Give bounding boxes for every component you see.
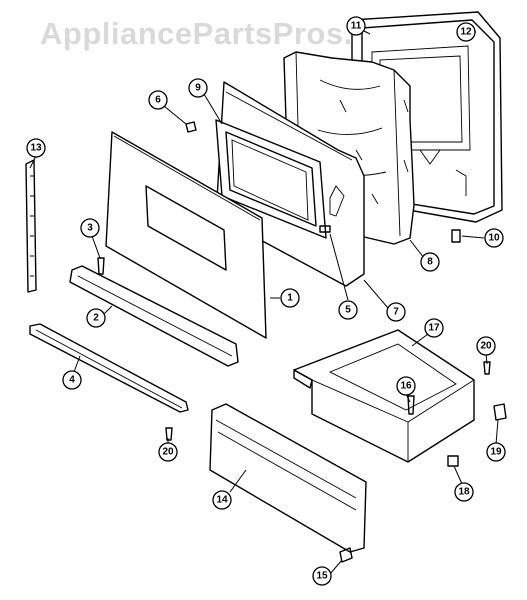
callout-18-label: 18 xyxy=(458,487,470,498)
callout-19: 19 xyxy=(486,442,506,462)
callout-1: 1 xyxy=(280,288,300,308)
callout-5: 5 xyxy=(338,300,358,320)
callout-11: 11 xyxy=(346,16,366,36)
callout-3: 3 xyxy=(80,218,100,238)
outer-door-panel xyxy=(105,131,267,339)
small-hardware xyxy=(97,121,507,563)
leader-lines xyxy=(29,29,499,575)
callout-7: 7 xyxy=(386,302,406,322)
drawer-front-panel xyxy=(209,403,367,553)
callout-9: 9 xyxy=(188,78,208,98)
callout-6: 6 xyxy=(148,90,168,110)
callout-8-label: 8 xyxy=(427,257,433,268)
callout-16: 16 xyxy=(396,376,416,396)
callout-14-label: 14 xyxy=(216,495,228,506)
callout-12: 12 xyxy=(456,22,476,42)
callout-20-upper: 20 xyxy=(476,336,496,356)
callout-2-label: 2 xyxy=(93,313,99,324)
storage-drawer xyxy=(293,329,475,463)
callout-4: 4 xyxy=(62,370,82,390)
callout-2: 2 xyxy=(86,308,106,328)
callout-5-label: 5 xyxy=(345,305,351,316)
callout-14: 14 xyxy=(212,490,232,510)
callout-20-lower: 20 xyxy=(158,442,178,462)
callout-13: 13 xyxy=(26,138,46,158)
callout-13-label: 13 xyxy=(30,143,42,154)
callout-19-label: 19 xyxy=(490,447,502,458)
drawer-rail xyxy=(29,323,189,413)
callout-15: 15 xyxy=(312,566,332,586)
callout-9-label: 9 xyxy=(195,83,201,94)
callout-17: 17 xyxy=(424,318,444,338)
callout-7-label: 7 xyxy=(393,307,399,318)
callout-17-label: 17 xyxy=(428,323,440,334)
callout-12-label: 12 xyxy=(460,27,472,38)
door-window-frame xyxy=(215,119,327,239)
callout-11-label: 11 xyxy=(351,21,362,32)
side-trim-strip xyxy=(25,159,37,293)
door-handle xyxy=(69,265,239,367)
callout-20-upper-label: 20 xyxy=(480,341,492,352)
callout-8: 8 xyxy=(420,252,440,272)
callout-15-label: 15 xyxy=(316,571,328,582)
callout-18: 18 xyxy=(454,482,474,502)
callout-10: 10 xyxy=(484,228,504,248)
callout-16-label: 16 xyxy=(400,381,412,392)
callout-10-label: 10 xyxy=(488,233,500,244)
callout-6-label: 6 xyxy=(155,95,161,106)
callout-4-label: 4 xyxy=(69,375,75,386)
callout-1-label: 1 xyxy=(287,293,293,304)
callout-20-lower-label: 20 xyxy=(162,447,174,458)
callout-3-label: 3 xyxy=(87,223,93,234)
